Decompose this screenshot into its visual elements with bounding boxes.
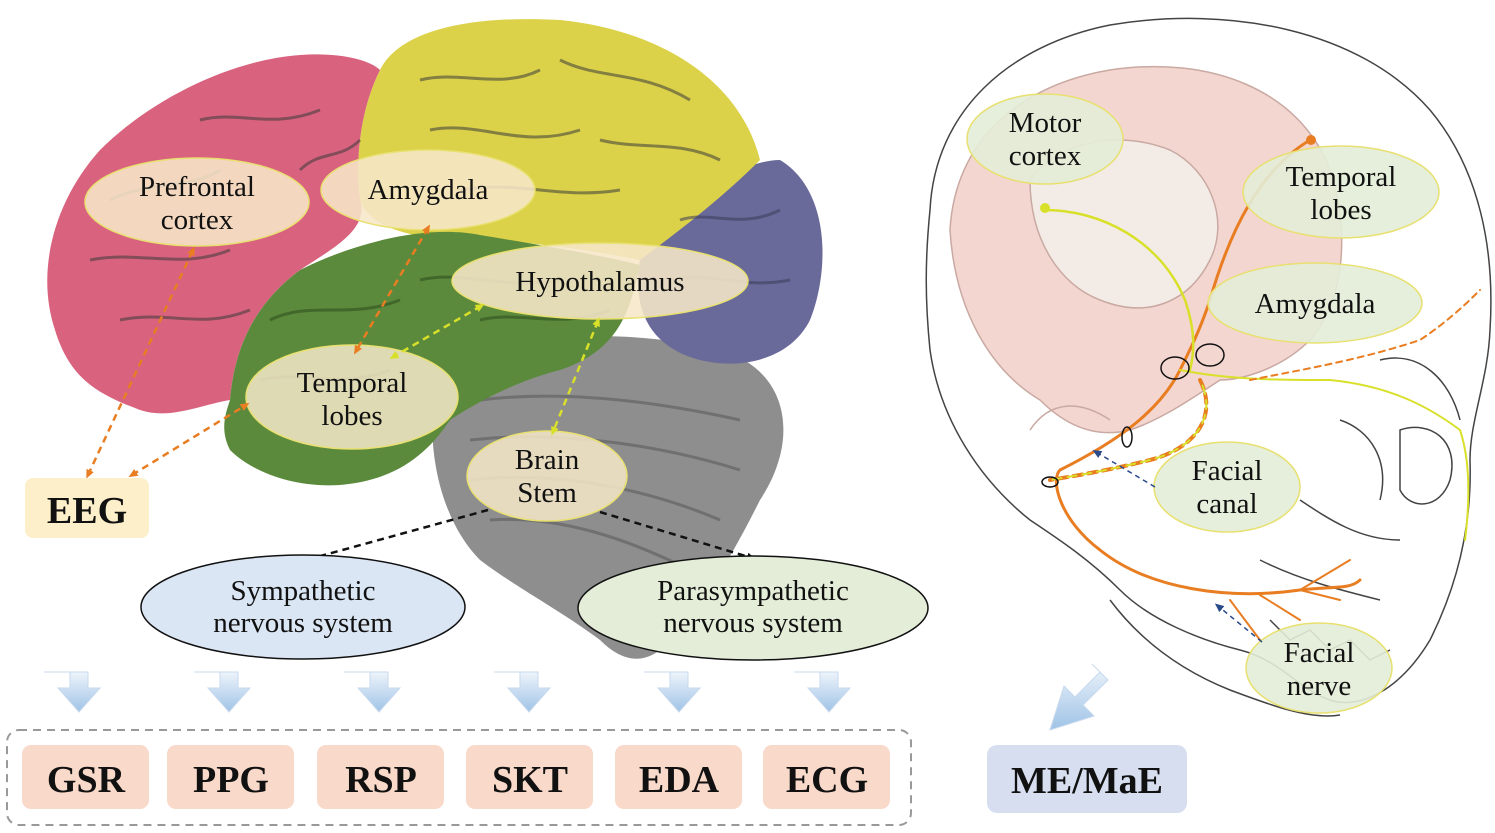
- signal-box-gsr: [22, 745, 149, 809]
- eeg-box: [25, 478, 149, 538]
- skull-outline: [925, 17, 1492, 704]
- skull-pointer-arrows: [1092, 449, 1263, 643]
- temporal-lobes-ellipse: [245, 344, 459, 450]
- skull-temporal-label-2: lobes: [1310, 194, 1371, 226]
- eeg-label: EEG: [47, 490, 127, 532]
- skull-amygdala-ellipse: [1207, 262, 1423, 344]
- down-arrow-icon: [494, 671, 552, 713]
- facial-nerve-ellipse: [1245, 622, 1393, 714]
- signal-label-gsr: GSR: [47, 759, 126, 801]
- facial-nerve-label-2: nerve: [1287, 670, 1351, 702]
- signal-box-rsp: [317, 745, 444, 809]
- signal-box-skt: [466, 745, 593, 809]
- arrow-eeg-prefrontal: [86, 246, 195, 479]
- arrow-hypothalamus-brainstem: [551, 317, 600, 436]
- sympathetic-label-2: nervous system: [213, 607, 393, 639]
- signal-box-ppg: [167, 745, 294, 809]
- parasympathetic-label-1: Parasympathetic: [657, 575, 849, 607]
- brain-stem-label-2: Stem: [517, 477, 577, 509]
- prefrontal-cortex-label-1: Prefrontal: [139, 171, 255, 203]
- down-arrow-icon: [644, 671, 702, 713]
- signal-label-ecg: ECG: [786, 759, 868, 801]
- amygdala-label: Amygdala: [368, 174, 489, 206]
- output-box: [987, 745, 1187, 813]
- temporal-lobes-label-1: Temporal: [297, 367, 408, 399]
- arrow-brainstem-sympathetic: [302, 508, 489, 563]
- arrow-brainstem-parasympathetic: [599, 510, 756, 561]
- brain-stem-ellipse: [466, 430, 628, 522]
- down-arrow-icon: [44, 671, 102, 713]
- parasympathetic-ellipse: [577, 555, 929, 661]
- skull-amygdala-label: Amygdala: [1255, 288, 1376, 320]
- arrow-eeg-temporal: [128, 402, 250, 478]
- sympathetic-label-1: Sympathetic: [231, 575, 376, 607]
- facial-nerve-label-1: Facial: [1284, 637, 1355, 669]
- signal-label-skt: SKT: [492, 759, 568, 801]
- signal-box-eda: [615, 745, 742, 809]
- signals-container: [6, 729, 912, 826]
- facial-nerve-paths: [1040, 135, 1481, 641]
- facial-canal-label-1: Facial: [1192, 455, 1263, 487]
- signal-boxes: GSR PPG RSP SKT EDA ECG: [22, 745, 890, 809]
- prefrontal-cortex-ellipse: [84, 157, 310, 247]
- prefrontal-cortex-label-2: cortex: [161, 204, 234, 236]
- signal-label-eda: EDA: [639, 759, 720, 801]
- down-arrow-icon: [194, 671, 252, 713]
- sympathetic-ellipse: [140, 554, 466, 660]
- motor-cortex-ellipse: [966, 93, 1124, 185]
- facial-canal-label-2: canal: [1196, 488, 1257, 520]
- skull-temporal-label-1: Temporal: [1286, 161, 1397, 193]
- hypothalamus-label: Hypothalamus: [515, 266, 684, 298]
- brain-stem-label-1: Brain: [515, 444, 580, 476]
- signal-label-ppg: PPG: [193, 759, 269, 801]
- hypothalamus-ellipse: [451, 242, 749, 320]
- skull-temporal-lobes-ellipse: [1242, 145, 1440, 239]
- signal-down-arrows: [44, 671, 852, 713]
- temporal-lobes-label-2: lobes: [321, 400, 382, 432]
- motor-cortex-label-1: Motor: [1009, 107, 1082, 139]
- down-arrow-icon: [344, 671, 402, 713]
- parasympathetic-label-2: nervous system: [663, 607, 843, 639]
- arrow-hypothalamus-temporal: [389, 303, 485, 360]
- output-arrow-icon: [1049, 663, 1109, 731]
- signal-box-ecg: [763, 745, 890, 809]
- down-arrow-icon: [794, 671, 852, 713]
- motor-cortex-label-2: cortex: [1009, 140, 1082, 172]
- output-label: ME/MaE: [1011, 760, 1163, 802]
- signal-label-rsp: RSP: [345, 759, 417, 801]
- brain-connection-arrows: [86, 224, 756, 563]
